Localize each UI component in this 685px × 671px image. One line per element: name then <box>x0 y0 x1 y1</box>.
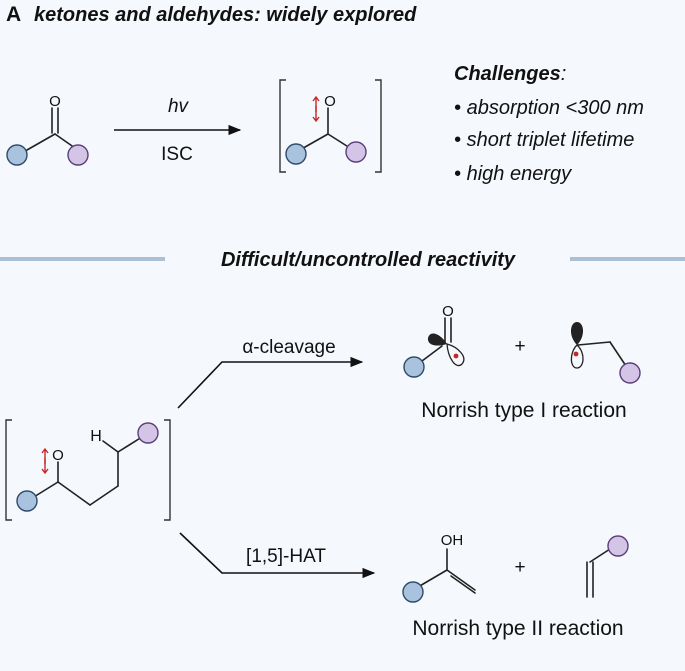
spin-down-arrow-icon <box>312 106 320 123</box>
norrish-type-2-caption: Norrish type II reaction <box>412 617 623 640</box>
purple-substituent <box>345 141 367 163</box>
plus-sign: + <box>514 557 525 578</box>
enol-product: OH <box>402 532 476 603</box>
purple-substituent <box>607 535 629 557</box>
plus-sign: + <box>514 336 525 357</box>
challenge-item-3: • high energy <box>454 163 572 185</box>
purple-substituent <box>67 144 89 166</box>
panel-letter: A <box>6 3 21 26</box>
blue-substituent <box>285 143 307 165</box>
spin-down-arrow-icon <box>41 458 49 475</box>
hydrogen-atom: H <box>90 428 102 445</box>
orbital-lobe-icon <box>570 322 584 345</box>
challenges-heading: Challenges: <box>454 63 566 85</box>
triplet-ketone: O <box>279 79 382 173</box>
radical-dot <box>453 353 459 359</box>
hat-arrow <box>179 532 376 579</box>
divider-label: Difficult/uncontrolled reactivity <box>221 249 516 271</box>
alpha-cleavage-label: α-cleavage <box>242 337 335 358</box>
orbital-lobe-icon <box>427 333 447 346</box>
ketone-molecule: O <box>6 93 89 166</box>
radical-dot <box>573 351 579 357</box>
orbital-lobe-icon <box>446 343 465 367</box>
triplet-oxygen: O <box>324 93 336 110</box>
blue-substituent <box>403 356 425 378</box>
alkyl-radical <box>570 322 641 384</box>
challenge-item-2: • short triplet lifetime <box>454 129 634 151</box>
acyl-oxygen: O <box>442 303 454 320</box>
challenge-item-1: • absorption <300 nm <box>454 97 644 119</box>
blue-substituent <box>402 581 424 603</box>
hv-label: hv <box>168 96 190 117</box>
norrish-type-1-caption: Norrish type I reaction <box>421 399 626 422</box>
substrate-oxygen: O <box>52 447 64 464</box>
alpha-cleavage-arrow <box>177 356 364 409</box>
blue-substituent <box>6 144 28 166</box>
hat-label: [1,5]-HAT <box>246 546 326 567</box>
enol-hydroxyl: OH <box>441 532 464 549</box>
orbital-lobe-icon <box>570 344 584 369</box>
alkene-product <box>586 535 629 598</box>
isc-label: ISC <box>161 144 193 165</box>
substrate-triplet: H O <box>5 419 171 521</box>
panel-title: ketones and aldehydes: widely explored <box>34 4 417 26</box>
carbonyl-oxygen: O <box>49 93 61 110</box>
purple-substituent <box>619 362 641 384</box>
purple-substituent <box>137 422 159 444</box>
blue-substituent <box>16 490 38 512</box>
acyl-radical: O <box>403 303 465 378</box>
